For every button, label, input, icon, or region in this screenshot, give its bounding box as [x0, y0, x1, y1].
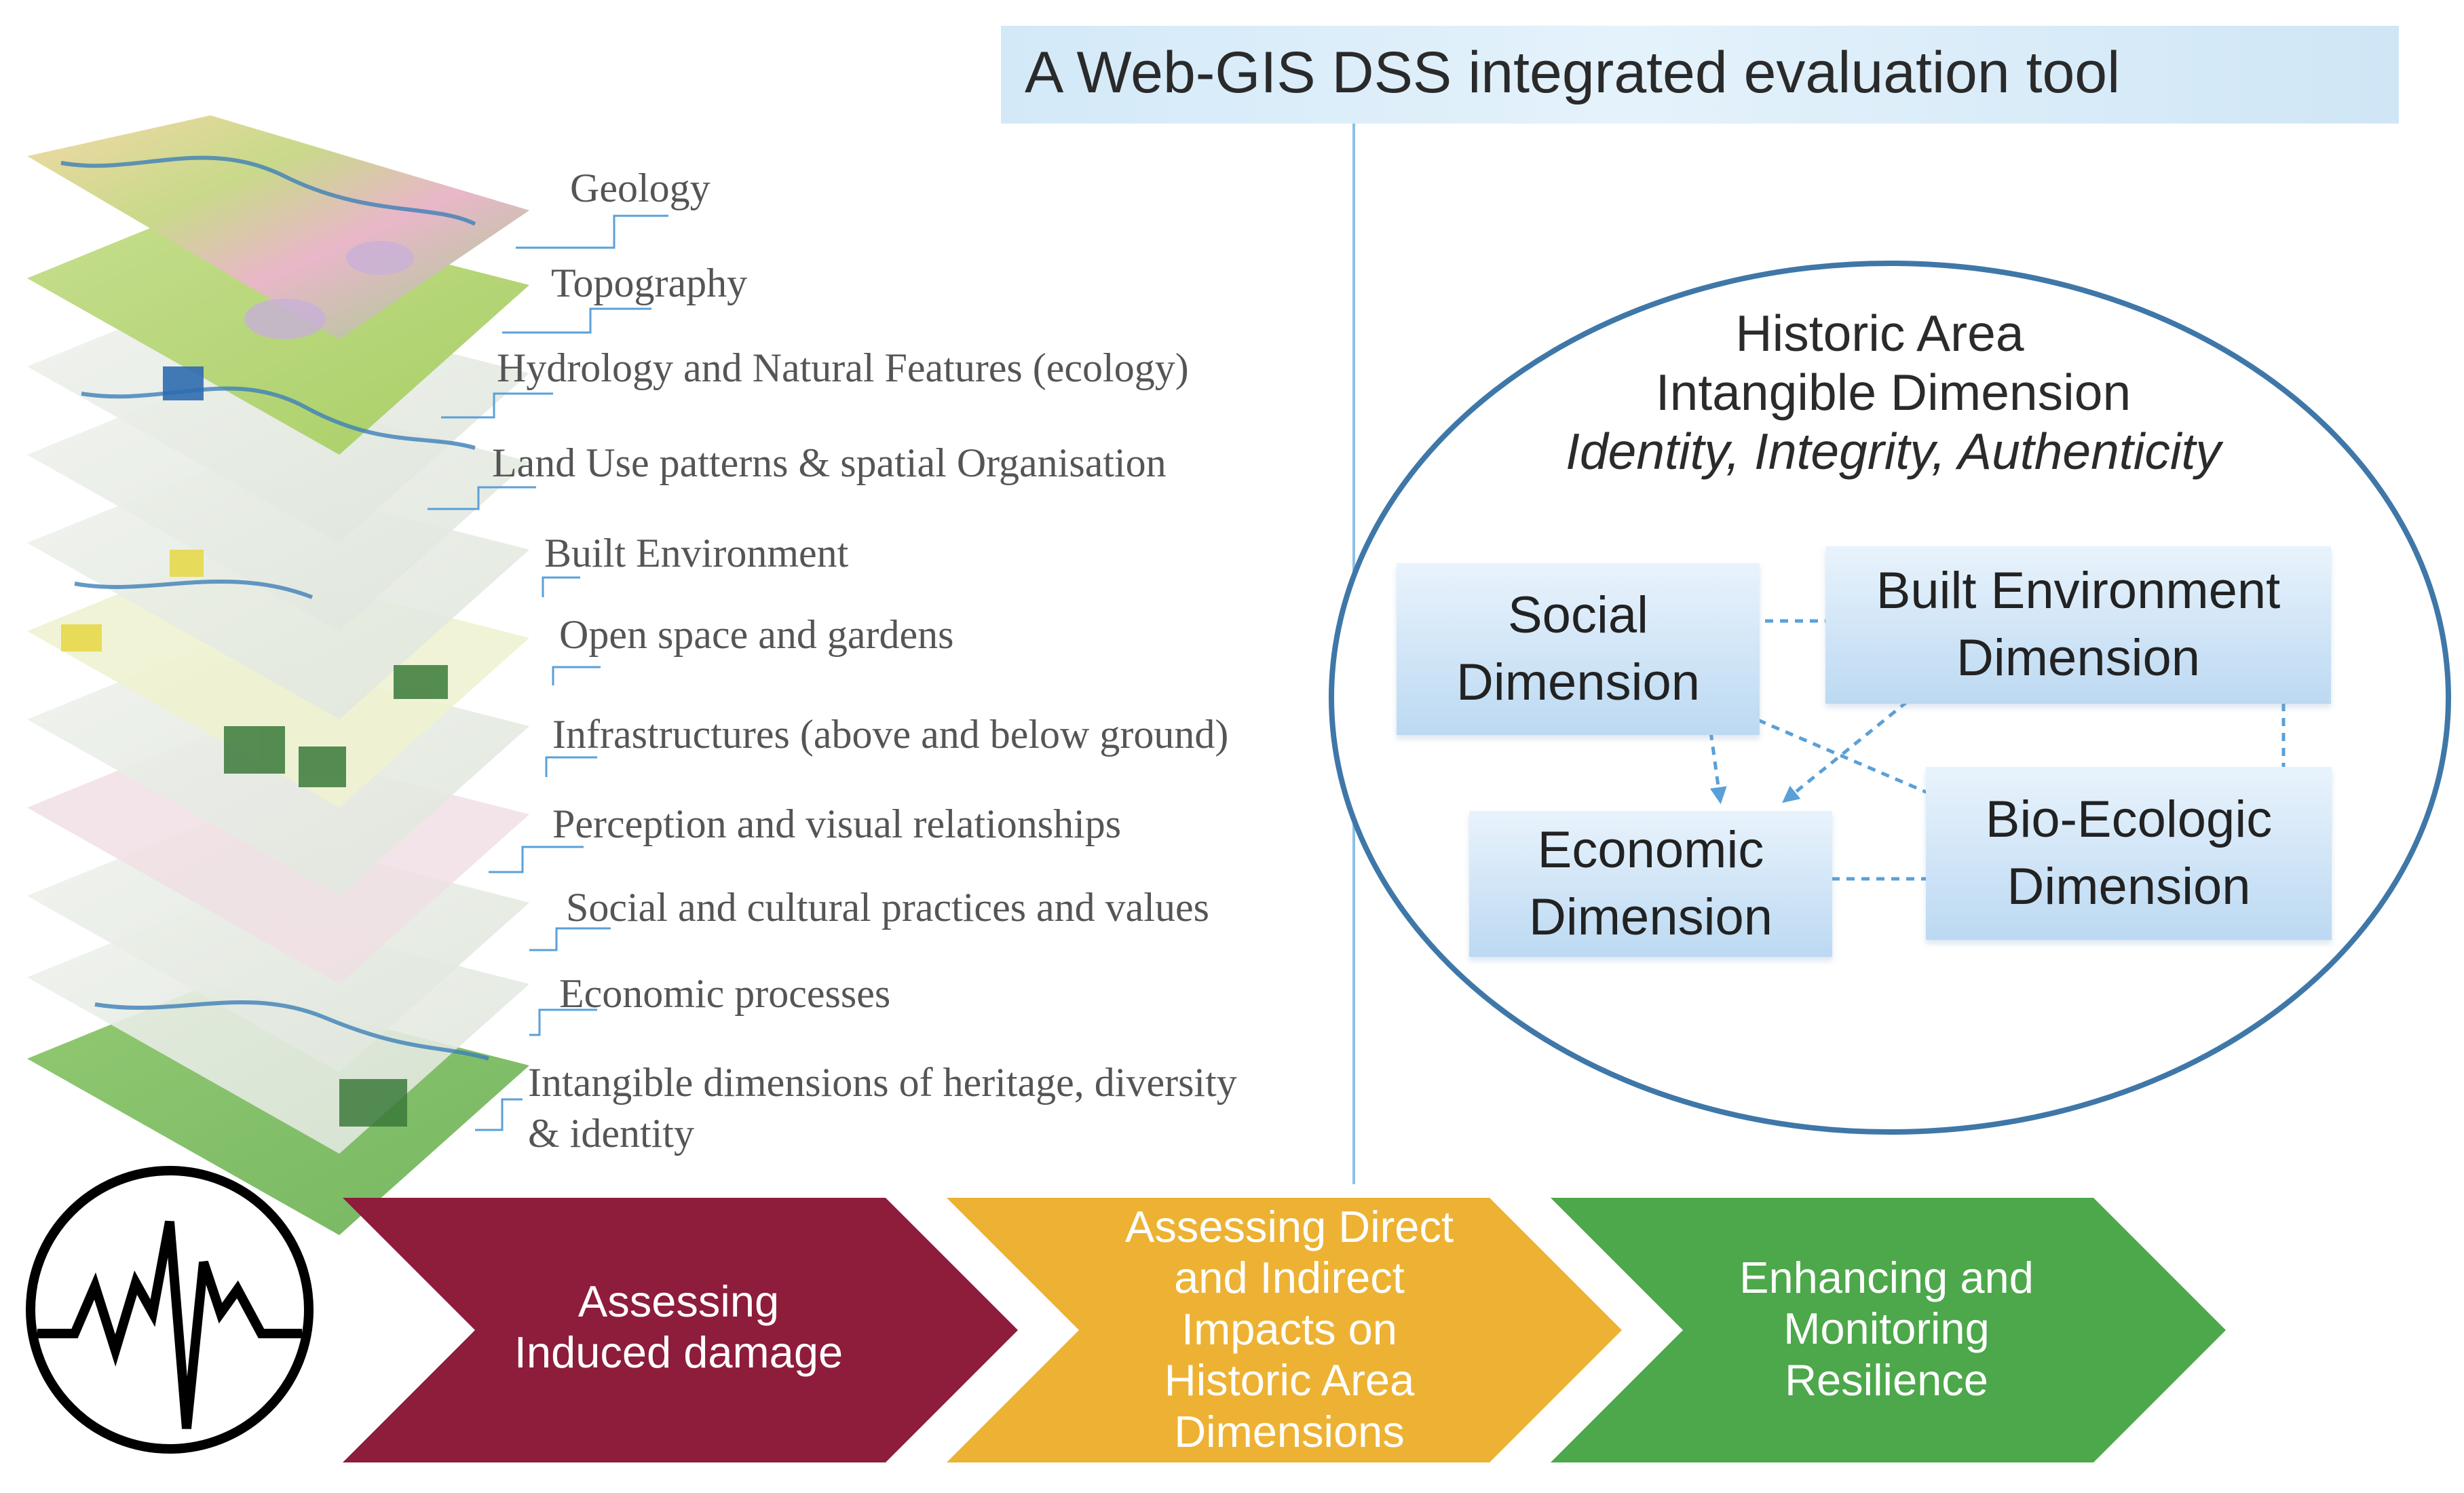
chevron2-line3: Impacts on — [1181, 1304, 1397, 1354]
chevron-text-assessing-impacts: Assessing Direct and Indirect Impacts on… — [1059, 1201, 1520, 1457]
ellipse-heading-values: Identity, Integrity, Authenticity — [1566, 423, 2221, 480]
layer-label-topography: Topography — [551, 261, 748, 305]
title-banner — [1001, 26, 2399, 124]
economic-dimension-line1: Economic — [1537, 820, 1764, 879]
ellipse-heading-line1: Historic Area — [1735, 305, 2024, 362]
layer-label-open-space: Open space and gardens — [559, 612, 954, 657]
ellipse-heading-line2: Intangible Dimension — [1655, 364, 2131, 421]
chevron1-line1: Assessing — [577, 1277, 780, 1326]
layer-label-built-environment: Built Environment — [544, 531, 849, 575]
built-dimension-line1: Built Environment — [1876, 562, 2281, 620]
layer-label-economic: Economic processes — [559, 971, 891, 1016]
chevron2-line2: and Indirect — [1174, 1253, 1405, 1303]
layer-label-intangible-line2: & identity — [528, 1111, 694, 1156]
layer-label-social-cultural: Social and cultural practices and values — [566, 885, 1209, 930]
social-dimension-line2: Dimension — [1456, 653, 1701, 711]
map-layer-stack — [27, 115, 529, 1235]
chevron1-line2: Induced damage — [514, 1327, 844, 1378]
built-dimension-line2: Dimension — [1956, 629, 2201, 687]
page-title: A Web-GIS DSS integrated evaluation tool — [1025, 40, 2121, 105]
economic-dimension-line2: Dimension — [1528, 888, 1773, 946]
chevron3-line3: Resilience — [1785, 1355, 1988, 1405]
chevron-text-enhancing-resilience: Enhancing and Monitoring Resilience — [1656, 1252, 2117, 1405]
layer-label-perception: Perception and visual relationships — [552, 801, 1122, 846]
chevron-assessing-impacts — [947, 1198, 1622, 1462]
chevron3-line2: Monitoring — [1783, 1304, 1990, 1354]
layer-leaders — [428, 214, 668, 1131]
bio-dimension-line2: Dimension — [2007, 857, 2251, 915]
layer-label-hydrology: Hydrology and Natural Features (ecology) — [497, 345, 1189, 390]
chevron-text-assessing-damage: Assessing Induced damage — [448, 1276, 909, 1378]
bio-dimension-line1: Bio-Ecologic — [1985, 790, 2273, 848]
chevron-enhancing-resilience — [1551, 1198, 2226, 1462]
map-layer-geology — [27, 115, 529, 339]
chevron-assessing-damage — [343, 1198, 1018, 1462]
chevron2-line1: Assessing Direct — [1124, 1202, 1454, 1251]
layer-label-geology: Geology — [570, 166, 710, 210]
social-dimension-line1: Social — [1507, 586, 1648, 644]
chevron2-line4: Historic Area — [1164, 1355, 1415, 1405]
seismograph-icon — [26, 1166, 314, 1454]
chevron2-line5: Dimensions — [1174, 1406, 1405, 1456]
layer-label-infrastructures: Infrastructures (above and below ground) — [552, 712, 1229, 757]
layer-label-intangible: Intangible dimensions of heritage, diver… — [528, 1060, 1237, 1105]
layer-label-landuse: Land Use patterns & spatial Organisation — [492, 440, 1167, 485]
chevron3-line1: Enhancing and — [1739, 1253, 2034, 1302]
